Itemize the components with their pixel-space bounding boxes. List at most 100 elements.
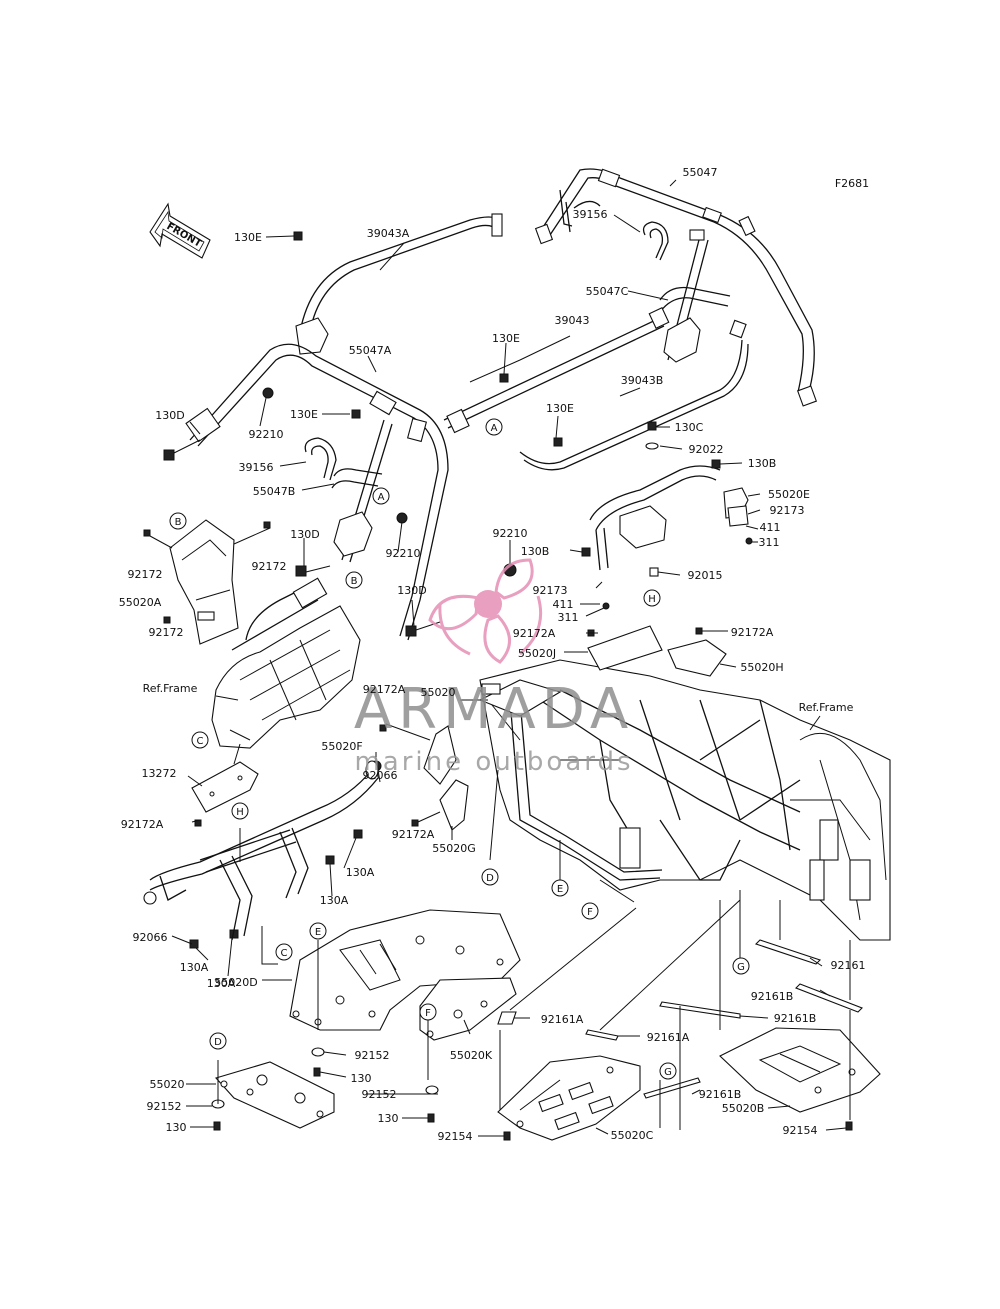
callout-label: 92161B [751,990,794,1003]
plate-13272 [191,761,259,813]
callout-label: 92161B [774,1012,817,1025]
callout-label: 55020D [214,976,257,989]
callout-label: 92173 [533,584,568,597]
callout-label: 92161A [541,1013,584,1026]
callout-label: 39043A [367,227,410,240]
callout-label: 55020B [722,1102,765,1115]
hardware [143,231,753,949]
callout-label: 92015 [688,569,723,582]
marker-label: B [175,517,182,528]
cross-bar-39043b [519,319,749,471]
marker-a-left: A [372,487,390,505]
marker-f-frame: F [581,902,599,920]
callout-label: 92066 [133,931,168,944]
callout-label: 92172A [513,627,556,640]
callout-label: 130A [180,961,209,974]
callout-label: 92161B [699,1088,742,1101]
callout-label: 92210 [386,547,421,560]
marker-label: G [664,1067,672,1078]
marker-b-panel: B [169,512,187,530]
callout-label: 92154 [438,1130,473,1143]
callout-label: 92152 [362,1088,397,1101]
callout-label: 55020K [450,1049,493,1062]
figure-code: F2681 [835,177,869,190]
bracket-55020e [589,465,749,571]
grab-handle-39156-left [304,437,337,481]
callout-label: 92172A [363,683,406,696]
callout-label: 92161A [647,1031,690,1044]
marker-g-frame: G [732,957,750,975]
propeller-logo-icon [428,558,543,664]
callout-label: 92172 [128,568,163,581]
marker-label: B [351,576,358,587]
marker-label: G [737,962,745,973]
skid-plate-55020c [497,1055,641,1141]
marker-label: D [486,873,494,884]
callout-label: Ref.Frame [799,701,854,714]
callout-label: 92173 [770,504,805,517]
callout-label: 39156 [239,461,274,474]
callout-label: 130E [234,231,262,244]
callout-label: 130B [521,545,550,558]
panel-55020-top [478,679,562,717]
callout-label: 92022 [689,443,724,456]
marker-h-bumper: H [231,802,249,820]
callout-label: 55020 [421,686,456,699]
callout-label: Ref.Frame [143,682,198,695]
marker-f-skid: F [419,1003,437,1021]
callout-label: 92152 [355,1049,390,1062]
skid-plate-55020d [289,909,521,1031]
callout-label: 130 [166,1121,187,1134]
callout-label: 130 [351,1072,372,1085]
marker-label: C [281,948,288,959]
cross-bar-39043a [295,213,503,355]
marker-label: H [236,807,244,818]
panel-55020g [423,725,469,831]
marker-c-bumper: C [275,943,293,961]
marker-label: H [648,594,656,605]
callout-label: 55020 [150,1078,185,1091]
panel-55020h [667,639,727,677]
callout-label: 55020G [432,842,476,855]
side-tube-55047c [659,229,731,363]
callout-label: 92210 [493,527,528,540]
skid-plate-55020b [719,1027,881,1113]
callout-label: 92172A [121,818,164,831]
callout-label: 55020C [611,1129,654,1142]
callout-label: 92210 [249,428,284,441]
callout-label: 411 [760,521,781,534]
marker-e-skid: E [309,922,327,940]
callout-label: 55047A [349,344,392,357]
marker-e-frame: E [551,879,569,897]
marker-label: E [557,884,563,895]
callout-label: 55020F [321,740,362,753]
marker-b-frame: B [345,571,363,589]
marker-label: A [378,492,385,503]
marker-label: F [587,907,593,918]
callout-label: 92161 [831,959,866,972]
main-frame [479,659,891,941]
leader-lines [171,179,851,1137]
callout-label: 92172A [731,626,774,639]
part-callouts: 55047 39043A 39156 55047C 130E 39043 130… [119,166,866,1143]
callout-label: 55020H [740,661,783,674]
roll-cage-rear-hoop [534,168,818,407]
callout-label: 130D [155,409,184,422]
callout-label: 92172 [149,626,184,639]
marker-c-frame: C [191,731,209,749]
roll-cage-front-hoop-55047a [185,343,449,641]
callout-label: 130D [397,584,426,597]
armada-watermark: ARMADA marine outboards [354,558,631,777]
panel-55020a [149,519,271,645]
marker-a-top: A [485,418,503,436]
callout-label: 55047C [586,285,629,298]
marker-label: D [214,1037,222,1048]
callout-label: 92172 [252,560,287,573]
marker-h-top: H [643,589,661,607]
callout-label: 130A [346,866,375,879]
callout-label: 130C [675,421,704,434]
marker-g-skid: G [659,1062,677,1080]
callout-label: 39043 [555,314,590,327]
callout-label: 411 [553,598,574,611]
marker-d-frame: D [481,868,499,886]
